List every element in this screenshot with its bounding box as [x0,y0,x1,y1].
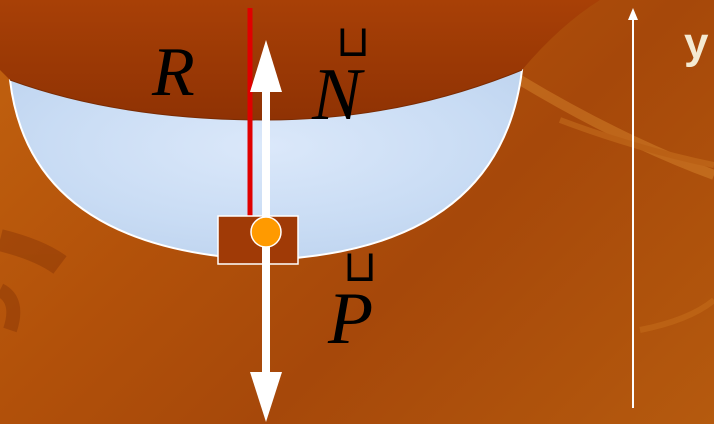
weight-arrow [250,232,282,422]
y-axis [628,8,638,408]
radius-label: R [152,34,195,111]
weight-vector-mark: ⊔ [343,241,378,292]
normal-force-vector-mark: ⊔ [336,16,371,67]
background-streaks [0,75,714,333]
normal-force-label: N [312,54,362,136]
y-axis-label: y [684,19,709,68]
normal-force-arrow [250,40,282,232]
weight-label: P [328,278,374,360]
ball [250,216,282,248]
top-cap [0,0,714,120]
